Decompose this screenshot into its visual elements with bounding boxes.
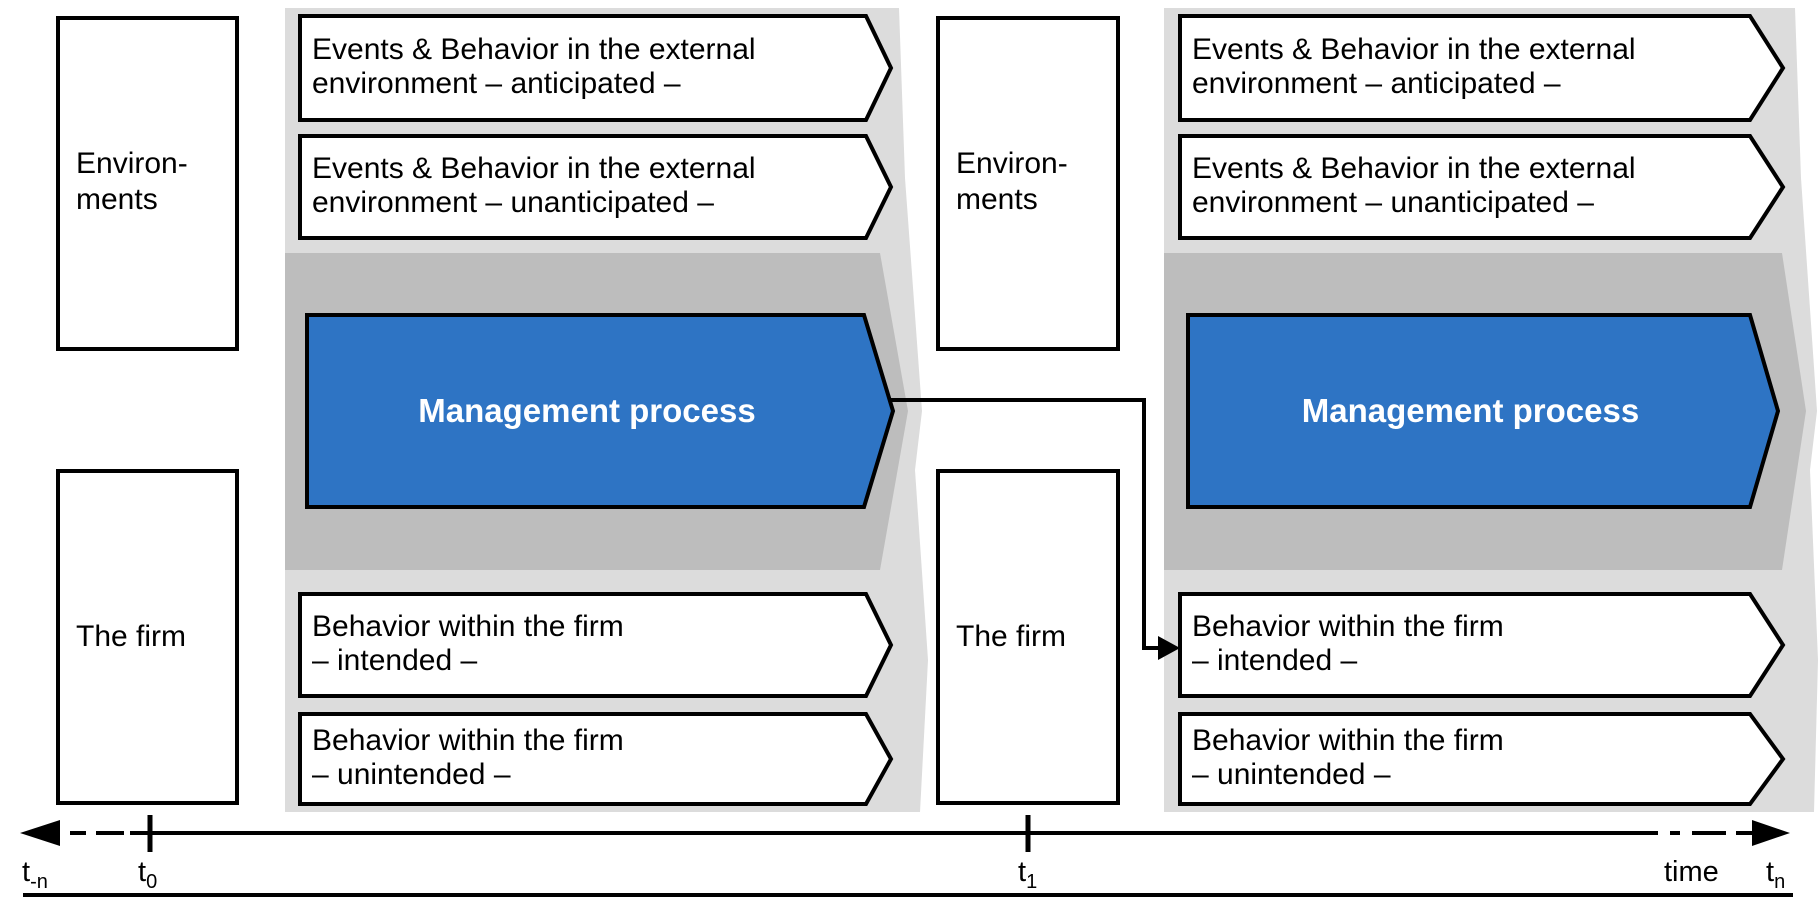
left-banner-anticipated-line1: Events & Behavior in the external [312,33,756,66]
timeline-label-t0-base: t [138,856,147,888]
right-banner-anticipated-shape [1178,14,1786,122]
right-banner-anticipated-label: Events & Behavior in the external enviro… [1192,33,1636,101]
middle-firm-box [936,469,1120,805]
left-environments-label-line1: Environ- [76,147,188,180]
left-banner-intended-label: Behavior within the firm – intended – [312,610,624,678]
left-banner-unanticipated-line1: Events & Behavior in the external [312,152,756,185]
right-banner-unanticipated-line1: Events & Behavior in the external [1192,152,1636,185]
timeline-label-t-minus-n: t-n [22,855,48,893]
timeline-label-tn: tn [1766,855,1786,893]
right-banner-unanticipated-label: Events & Behavior in the external enviro… [1192,152,1636,220]
left-environments-box [56,16,239,351]
middle-firm-label-text: The firm [956,620,1067,653]
middle-environments-box [936,16,1120,351]
timeline-label-t-minus-n-sub: -n [30,871,48,893]
middle-environments-label-line1: Environ- [956,147,1068,180]
left-banner-unintended-label: Behavior within the firm – unintended – [312,724,624,792]
timeline-right-arrowhead-icon [1752,820,1790,846]
timeline-label-tn-base: t [1766,856,1775,888]
left-banner-anticipated-line2: environment – anticipated – [312,67,681,100]
right-banner-unintended-label: Behavior within the firm – unintended – [1192,724,1504,792]
right-banner-intended-label: Behavior within the firm – intended – [1192,610,1504,678]
middle-environments-label-line2: ments [956,183,1038,216]
left-banner-unintended-line2: – unintended – [312,758,511,791]
left-banner-intended-line2: – intended – [312,644,478,677]
right-banner-unintended-shape [1178,712,1786,806]
left-firm-label: The firm [76,619,231,655]
left-banner-unintended-shape [298,712,894,806]
left-firm-box [56,469,239,805]
timeline-label-t0: t0 [138,855,158,893]
middle-firm-label: The firm [956,619,1111,655]
left-banner-anticipated-shape [298,14,894,122]
left-banner-unanticipated-shape [298,134,894,240]
right-banner-unanticipated-line2: environment – unanticipated – [1192,186,1594,219]
process-feedback-connector-line [891,398,1160,650]
left-banner-unintended-line1: Behavior within the firm [312,724,624,757]
left-banner-unanticipated-line2: environment – unanticipated – [312,186,714,219]
left-banner-intended-shape [298,592,894,698]
left-banner-intended-line1: Behavior within the firm [312,610,624,643]
right-banner-anticipated-line1: Events & Behavior in the external [1192,33,1636,66]
left-banner-anticipated-label: Events & Behavior in the external enviro… [312,33,756,101]
process-feedback-connector-arrowhead-icon [1158,636,1180,660]
timeline-left-arrowhead-icon [20,820,60,846]
right-management-process-label: Management process [1301,392,1640,429]
timeline-label-t0-sub: 0 [146,871,158,893]
right-banner-unanticipated-shape [1178,134,1786,240]
right-banner-anticipated-line2: environment – anticipated – [1192,67,1561,100]
left-management-process-arrow [305,313,896,509]
right-banner-intended-shape [1178,592,1786,698]
left-management-process-label: Management process [418,392,756,429]
timeline-label-time: time [1664,855,1719,889]
timeline-label-t1: t1 [1018,855,1038,893]
left-firm-label-text: The firm [76,620,187,653]
right-banner-unintended-line2: – unintended – [1192,758,1391,791]
timeline-label-tn-sub: n [1774,871,1786,893]
left-environments-label: Environ- ments [76,146,231,218]
right-banner-intended-line2: – intended – [1192,644,1358,677]
right-management-process-arrow [1186,313,1781,509]
timeline-label-t1-base: t [1018,856,1027,888]
timeline-label-time-text: time [1664,856,1719,888]
left-banner-unanticipated-label: Events & Behavior in the external enviro… [312,152,756,220]
middle-environments-label: Environ- ments [956,146,1111,218]
left-environments-label-line2: ments [76,183,158,216]
right-banner-intended-line1: Behavior within the firm [1192,610,1504,643]
timeline-label-t-minus-n-base: t [22,856,31,888]
timeline-label-t1-sub: 1 [1026,871,1038,893]
right-banner-unintended-line1: Behavior within the firm [1192,724,1504,757]
